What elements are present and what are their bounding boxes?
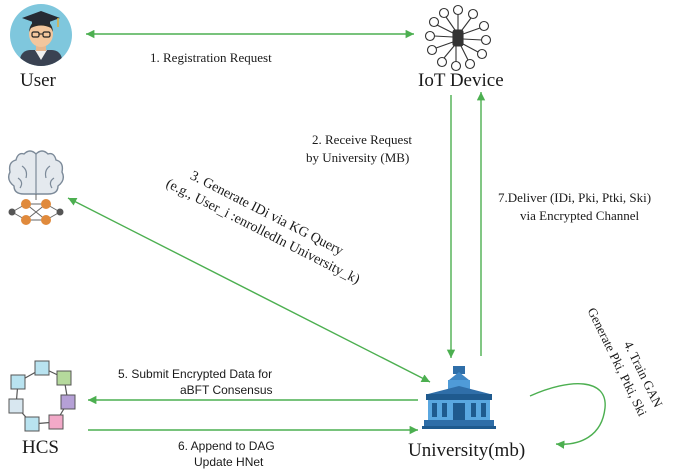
edge-label-receive-request-1: 2. Receive Request [312, 132, 412, 147]
edge-label-registration: 1. Registration Request [150, 50, 272, 65]
edge-label-submit-2: aBFT Consensus [180, 383, 273, 397]
university-building-icon [422, 366, 496, 429]
iot-circuit-icon [424, 4, 492, 72]
edge-label-submit-1: 5. Submit Encrypted Data for [118, 367, 273, 381]
edge-label-deliver-1: 7.Deliver (IDi, Pki, Ptki, Ski) [498, 190, 652, 205]
graduate-avatar-icon [10, 4, 72, 66]
university-label: University(mb) [408, 440, 526, 461]
edge-label-deliver-2: via Encrypted Channel [520, 208, 640, 223]
edge-train-gan-loop [529, 383, 606, 449]
edge-label-append-2: Update HNet [194, 455, 264, 469]
iot-device-label: IoT Device [418, 70, 504, 91]
edge-label-receive-request-2: by University (MB) [306, 150, 410, 165]
brain-network-icon [7, 150, 65, 225]
edge-label-append-1: 6. Append to DAG [178, 439, 275, 453]
edge-generate-idi [67, 197, 431, 383]
user-label: User [20, 70, 56, 91]
hcs-label: HCS [22, 437, 59, 458]
blockchain-ring-icon [8, 360, 76, 432]
